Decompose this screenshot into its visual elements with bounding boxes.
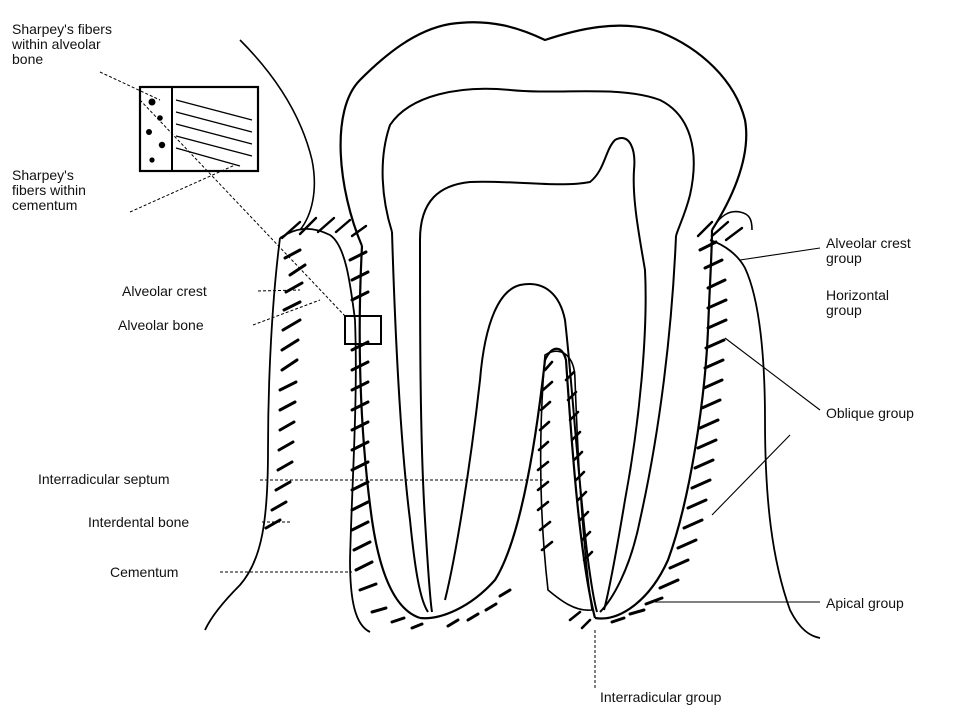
right-root-outline: [595, 230, 712, 618]
left-root-inner-outline: [420, 349, 595, 618]
label-sharpeys-fibers-cementum: Sharpey's fibers within cementum: [12, 168, 86, 213]
label-oblique-group: Oblique group: [826, 406, 914, 421]
right-leader-lines: [655, 248, 820, 602]
right-gingiva-outline: [712, 212, 752, 230]
label-sharpeys-fibers-bone: Sharpey's fibers within alveolar bone: [12, 22, 112, 67]
label-alveolar-crest-group: Alveolar crest group: [826, 236, 911, 266]
label-interdental-bone: Interdental bone: [88, 515, 189, 530]
pulp-canal-inner: [445, 284, 597, 612]
label-cementum: Cementum: [110, 565, 178, 580]
pulp-chamber-outline: [420, 138, 646, 610]
dentin-root-outline: [392, 232, 676, 612]
label-apical-group: Apical group: [826, 596, 904, 611]
left-bone-outer-outline: [205, 238, 280, 630]
crest-fibers: [282, 218, 742, 240]
dentin-outline: [383, 89, 694, 236]
pulp-canal-left: [420, 240, 432, 612]
septum-pdl-fibers: [538, 362, 592, 628]
label-interradicular-group: Interradicular group: [600, 690, 721, 705]
label-interradicular-septum: Interradicular septum: [38, 472, 170, 487]
label-alveolar-crest: Alveolar crest: [122, 284, 207, 299]
inset-box: [140, 87, 258, 171]
interradicular-septum-outline: [541, 351, 592, 610]
label-horizontal-group: Horizontal group: [826, 288, 889, 318]
label-alveolar-bone: Alveolar bone: [118, 318, 204, 333]
inset-locator-box: [345, 316, 381, 344]
